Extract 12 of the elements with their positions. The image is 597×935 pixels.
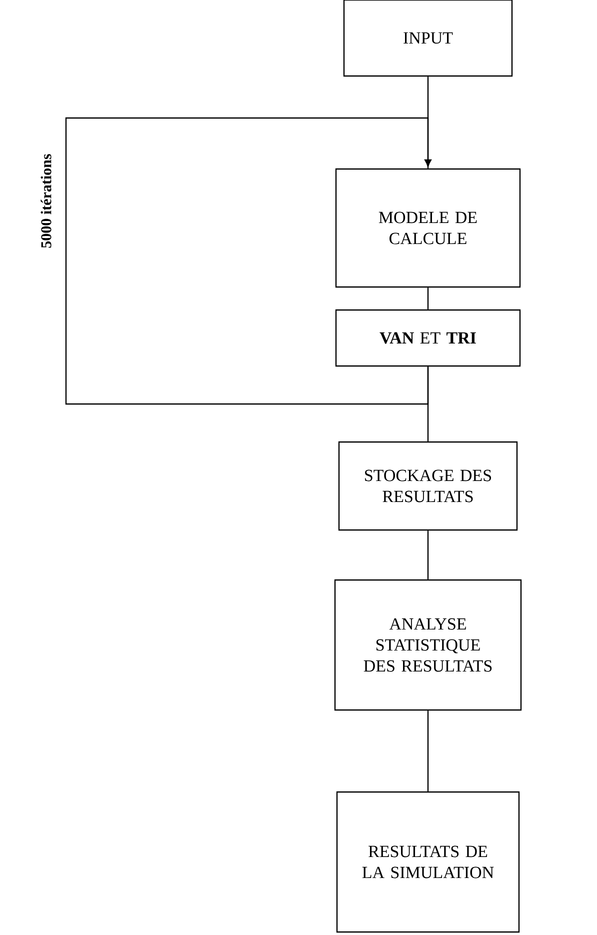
process-box: MODELE DE CALCULE — [335, 168, 521, 288]
process-box: INPUT — [343, 0, 513, 77]
edge-label: 5000 itérations — [38, 152, 54, 250]
process-box: RESULTATS DE LA SIMULATION — [336, 791, 520, 933]
process-box: ANALYSE STATISTIQUE DES RESULTATS — [334, 579, 522, 711]
connector-line — [427, 288, 429, 310]
connector-line — [427, 76, 429, 168]
connector-line — [427, 710, 429, 792]
process-box: VAN ET TRI — [335, 309, 521, 367]
process-box: STOCKAGE DES RESULTATS — [338, 441, 518, 531]
loop-arrow — [65, 117, 432, 405]
connector-line — [427, 530, 429, 580]
